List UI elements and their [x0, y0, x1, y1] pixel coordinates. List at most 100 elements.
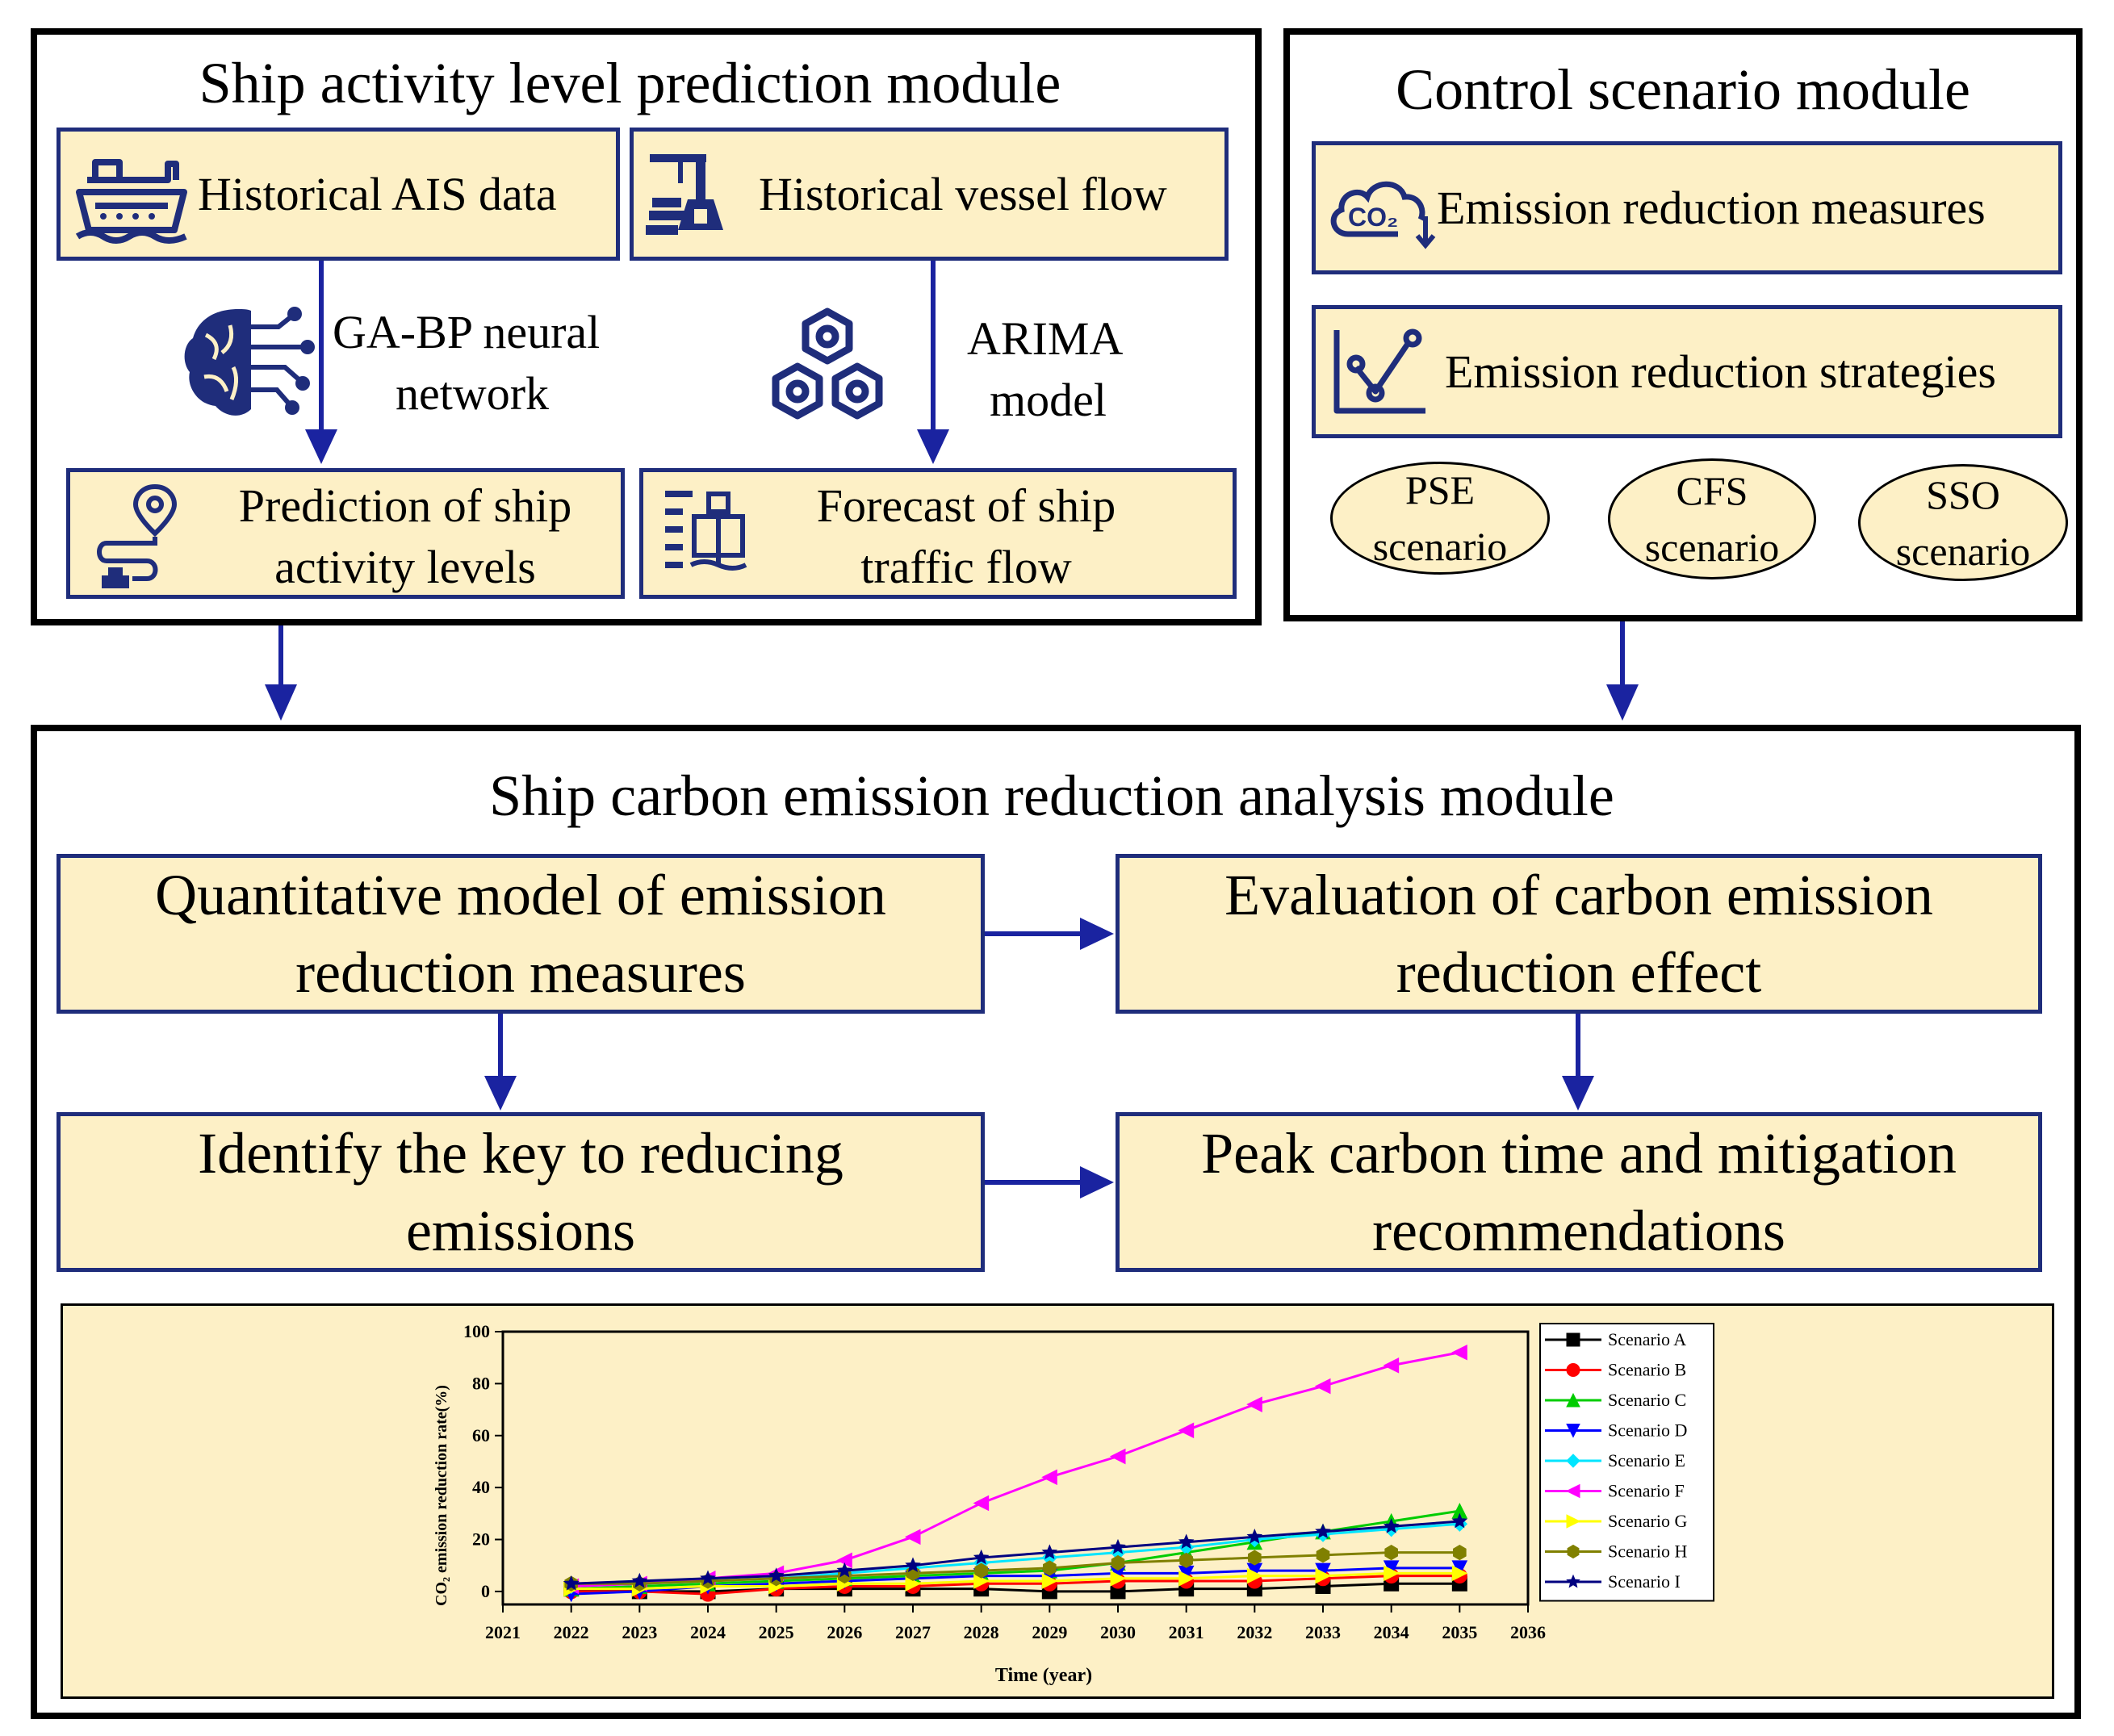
legend-label-scenario-e: Scenario E [1608, 1450, 1685, 1470]
x-tick-label: 2021 [485, 1622, 521, 1642]
prediction-label-line1: Prediction of ship [238, 479, 572, 532]
legend-label-scenario-b: Scenario B [1608, 1360, 1686, 1380]
chart-x-axis-label: Time (year) [995, 1665, 1092, 1686]
historical-ais-data-label: Historical AIS data [198, 168, 557, 220]
data-point-scenario-i [1178, 1533, 1195, 1550]
x-tick-label: 2027 [895, 1622, 931, 1642]
peak-line2: recommendations [1372, 1198, 1785, 1263]
arrow-top-right-to-bottom [1606, 621, 1639, 721]
x-tick-label: 2022 [554, 1622, 589, 1642]
emission-reduction-measures-box: Emission reduction measures [1312, 141, 2062, 274]
x-tick-label: 2032 [1237, 1622, 1272, 1642]
legend-marker-scenario-b [1566, 1363, 1580, 1377]
legend-marker-scenario-h [1567, 1544, 1580, 1559]
series-line-scenario-g [571, 1571, 1460, 1591]
legend-marker-scenario-c [1566, 1392, 1580, 1408]
series-line-scenario-i [571, 1520, 1460, 1585]
cfs-line2: scenario [1644, 525, 1780, 570]
eval-line1: Evaluation of carbon emission [1224, 863, 1933, 927]
legend-marker-scenario-d [1566, 1424, 1580, 1438]
peak-carbon-box: Peak carbon time and mitigation recommen… [1116, 1112, 2042, 1272]
x-tick-label: 2029 [1032, 1622, 1067, 1642]
data-point-scenario-f [1314, 1378, 1331, 1395]
data-point-scenario-h [1179, 1552, 1193, 1568]
data-point-scenario-i [973, 1549, 990, 1565]
emission-measures-label: Emission reduction measures [1437, 182, 1986, 234]
legend-label-scenario-c: Scenario C [1608, 1390, 1686, 1410]
y-tick-label: 20 [472, 1529, 490, 1550]
y-tick-label: 60 [472, 1425, 490, 1445]
legend-label-scenario-d: Scenario D [1608, 1420, 1687, 1441]
co2-icon-text: CO₂ [1348, 203, 1398, 232]
cfs-line1: CFS [1676, 468, 1748, 513]
historical-vessel-flow-box: Historical vessel flow [630, 128, 1229, 261]
data-point-scenario-i [905, 1557, 921, 1573]
x-tick-label: 2036 [1510, 1622, 1546, 1642]
route-pin-ship-icon [97, 483, 178, 588]
data-point-scenario-g [1110, 1571, 1127, 1587]
y-tick-label: 80 [472, 1373, 490, 1393]
arrow-eval-to-peak [1562, 1014, 1594, 1111]
series-line-scenario-a [571, 1582, 1460, 1593]
trend-chart-icon [1333, 328, 1425, 414]
ga-bp-label-line1: GA-BP neural [333, 306, 601, 358]
legend-marker-scenario-f [1565, 1483, 1580, 1499]
data-point-scenario-f [1383, 1357, 1400, 1374]
identify-key-box: Identify the key to reducing emissions [57, 1112, 985, 1272]
data-point-scenario-i [836, 1562, 853, 1578]
chart-series-group [563, 1344, 1468, 1603]
data-point-scenario-h [1384, 1545, 1398, 1561]
data-point-scenario-h [974, 1562, 988, 1579]
prediction-ship-activity-box: Prediction of ship activity levels [66, 468, 625, 599]
series-line-scenario-h [571, 1551, 1460, 1585]
data-point-scenario-h [1043, 1560, 1057, 1576]
emission-reduction-strategies-box: Emission reduction strategies [1312, 305, 2062, 438]
control-scenario-title: Control scenario module [1396, 57, 1970, 122]
chart-y-axis-label: CO₂ emission reduction rate(%) [433, 1385, 450, 1606]
forecast-traffic-flow-box: Forecast of ship traffic flow [639, 468, 1237, 599]
x-tick-label: 2023 [622, 1622, 657, 1642]
arrow-flow-to-forecast [917, 261, 949, 464]
pse-scenario: PSE scenario [1330, 462, 1550, 575]
key-line2: emissions [405, 1198, 635, 1263]
data-point-scenario-g [1178, 1571, 1195, 1587]
data-point-scenario-f [1178, 1422, 1195, 1439]
y-tick-label: 40 [472, 1477, 490, 1497]
peak-line1: Peak carbon time and mitigation [1201, 1121, 1957, 1186]
data-point-scenario-i [1383, 1518, 1400, 1533]
arima-label-line1: ARIMA [967, 312, 1124, 365]
quantitative-model-box: Quantitative model of emission reduction… [57, 854, 985, 1014]
historical-vessel-flow-label: Historical vessel flow [759, 168, 1167, 220]
legend-label-scenario-i: Scenario I [1608, 1571, 1681, 1592]
x-tick-label: 2024 [690, 1622, 726, 1642]
data-point-scenario-i [1451, 1512, 1468, 1529]
arrow-quant-to-key [484, 1014, 517, 1111]
key-line1: Identify the key to reducing [198, 1121, 844, 1186]
data-point-scenario-g [1041, 1573, 1058, 1589]
x-tick-label: 2030 [1100, 1622, 1136, 1642]
ship-icon [75, 159, 187, 244]
data-point-scenario-f [1041, 1469, 1057, 1486]
historical-ais-data-box: Historical AIS data [57, 128, 620, 261]
forecast-label-line1: Forecast of ship [816, 479, 1116, 532]
quant-line1: Quantitative model of emission [155, 863, 886, 927]
arrow-key-to-peak [985, 1166, 1114, 1198]
data-point-scenario-h [1111, 1554, 1125, 1571]
port-crane-icon [646, 154, 723, 235]
carbon-analysis-title: Ship carbon emission reduction analysis … [489, 763, 1614, 828]
eval-line2: reduction effect [1396, 940, 1762, 1005]
legend-marker-scenario-e [1566, 1454, 1580, 1468]
arima-label-line2: model [990, 374, 1107, 426]
x-tick-label: 2028 [964, 1622, 999, 1642]
x-tick-label: 2026 [827, 1622, 862, 1642]
data-point-scenario-g [1246, 1567, 1263, 1584]
data-point-scenario-i [1041, 1544, 1058, 1559]
data-point-scenario-f [973, 1495, 990, 1512]
cfs-scenario: CFS scenario [1608, 458, 1816, 579]
data-point-scenario-i [1315, 1523, 1331, 1539]
ga-bp-label-line2: network [396, 367, 550, 420]
